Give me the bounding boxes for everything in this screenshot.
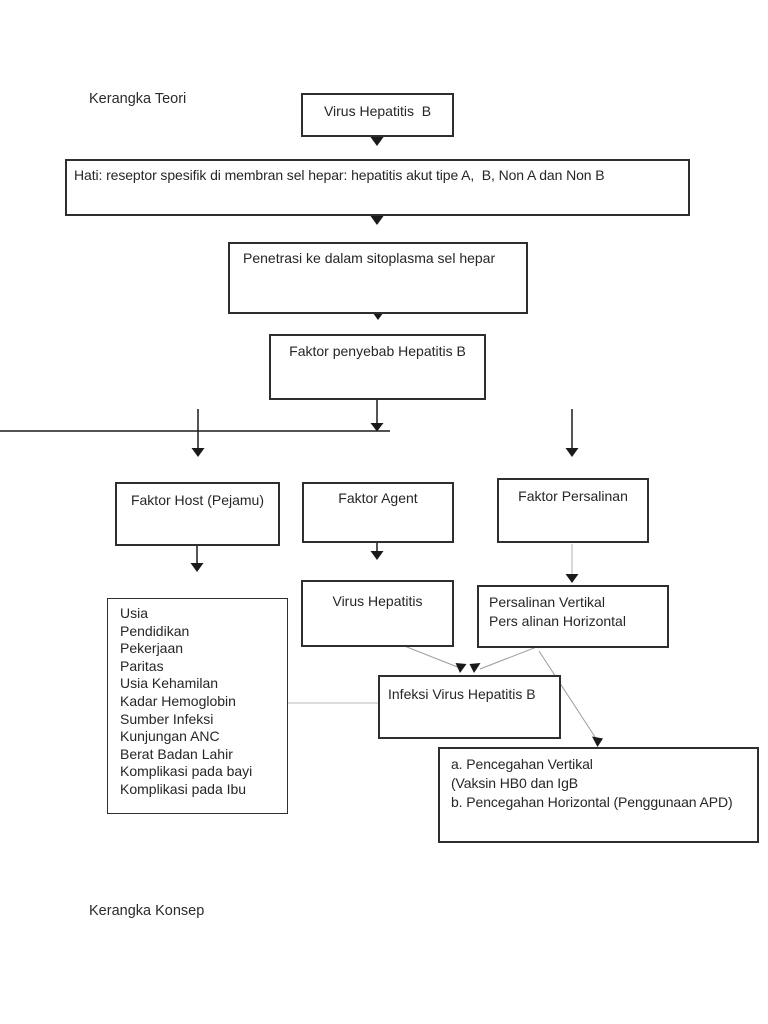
host-factor-item: Paritas: [120, 657, 164, 674]
node-faktor-persalinan: Faktor Persalinan: [497, 478, 649, 543]
node-faktor-host: Faktor Host (Pejamu): [115, 482, 280, 546]
arrowhead-agent-to-virus: [370, 551, 384, 560]
node-persalinan-jalur: Persalinan Vertikal Pers alinan Horizont…: [477, 585, 669, 648]
arrowhead-virus-to-hati: [370, 137, 384, 146]
host-factor-item: Berat Badan Lahir: [120, 745, 233, 762]
node-infeksi: Infeksi Virus Hepatitis B: [378, 675, 561, 739]
host-factor-item: Sumber Infeksi: [120, 710, 214, 727]
section-label-kerangka-teori: Kerangka Teori: [89, 91, 187, 107]
host-factor-item: Usia: [120, 605, 149, 621]
node-host-factor-list: Usia Pendidikan Pekerjaan Paritas Usia K…: [107, 598, 288, 814]
arrowhead-jalur-to-infeksi: [469, 663, 481, 673]
node-virus-hepatitis: Virus Hepatitis: [301, 580, 454, 647]
host-factor-item: Usia Kehamilan: [120, 675, 219, 692]
host-factor-item: Kadar Hemoglobin: [120, 692, 236, 709]
section-label-kerangka-konsep: Kerangka Konsep: [89, 903, 205, 919]
solid-arrow-lines: [0, 290, 573, 564]
node-pencegahan: a. Pencegahan Vertikal (Vaksin HB0 dan I…: [438, 747, 759, 843]
node-faktor-agent: Faktor Agent: [302, 482, 454, 543]
host-factor-item: Kunjungan ANC: [120, 728, 220, 745]
arrowhead-penyebab-to-branch: [370, 423, 384, 432]
arrowhead-host-to-list: [190, 563, 204, 572]
arrowhead-virus-to-infeksi: [455, 663, 467, 673]
host-factor-item: Komplikasi pada Ibu: [120, 780, 247, 797]
arrowhead-jalur-to-pencegahan: [592, 736, 603, 747]
arrowhead-persalinan-to-jalur: [565, 574, 579, 583]
arrowhead-hati-to-penetrasi: [370, 216, 384, 225]
host-factor-item: Komplikasi pada bayi: [120, 763, 253, 780]
pencegahan-line1: a. Pencegahan Vertikal: [451, 756, 593, 772]
node-hati-reseptor: Hati: reseptor spesifik di membran sel h…: [65, 159, 690, 216]
node-faktor-penyebab: Faktor penyebab Hepatitis B: [269, 334, 486, 400]
node-virus-hepatitis-b: Virus Hepatitis B: [301, 93, 454, 137]
host-factor-item: Pendidikan: [120, 622, 190, 639]
arrowhead-branch-right: [565, 448, 579, 457]
pencegahan-line3: b. Pencegahan Horizontal (Penggunaan APD…: [451, 794, 733, 810]
host-factor-item: Pekerjaan: [120, 640, 184, 657]
pencegahan-line2: (Vaksin HB0 dan IgB: [451, 775, 579, 791]
node-penetrasi: Penetrasi ke dalam sitoplasma sel hepar: [228, 242, 528, 314]
arrowhead-branch-left: [191, 448, 205, 457]
persalinan-jalur-line1: Persalinan Vertikal: [489, 594, 605, 610]
persalinan-jalur-line2: Pers alinan Horizontal: [489, 613, 626, 629]
